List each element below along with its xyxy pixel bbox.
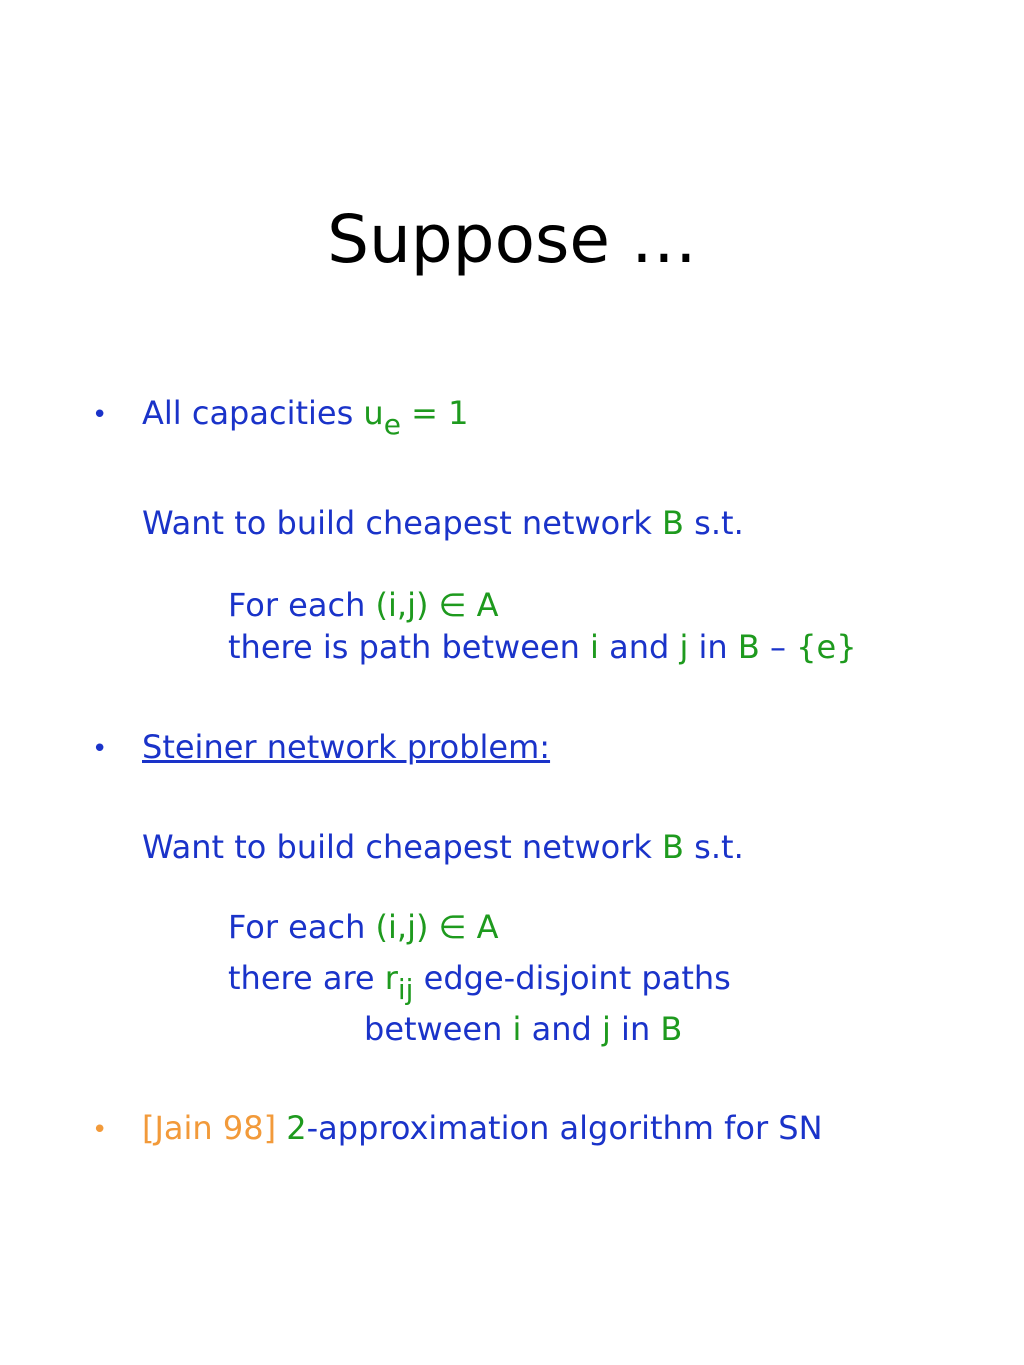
want-prefix: Want to build cheapest network bbox=[142, 828, 663, 866]
for-each-text: For each bbox=[228, 586, 376, 624]
var-j: j bbox=[601, 1010, 611, 1048]
path-prefix: there is path between bbox=[228, 628, 591, 666]
pair-ij: (i,j) bbox=[375, 908, 429, 946]
and-text: and bbox=[598, 628, 680, 666]
between-line: between i and j in B bbox=[364, 1009, 682, 1049]
want-prefix: Want to build cheapest network bbox=[142, 504, 663, 542]
edge-disjoint-line: there are rij edge-disjoint paths bbox=[228, 958, 731, 1004]
network-B: B bbox=[737, 628, 760, 666]
network-B: B bbox=[662, 828, 684, 866]
page-title: Suppose … bbox=[327, 201, 697, 278]
pair-ij: (i,j) bbox=[375, 586, 429, 624]
capacity-equals-one: = 1 bbox=[400, 394, 469, 432]
path-line-1: there is path between i and j in B – {e} bbox=[228, 627, 857, 667]
set-e: {e} bbox=[796, 628, 857, 666]
requirement-subscript-ij: ij bbox=[397, 973, 414, 1006]
want-network-line-2: Want to build cheapest network B s.t. bbox=[142, 827, 744, 867]
want-suffix: s.t. bbox=[684, 828, 744, 866]
for-each-line-1: For each (i,j) ∈ A bbox=[228, 585, 499, 625]
minus-text: – bbox=[759, 628, 797, 666]
requirement-variable: rij bbox=[384, 959, 414, 1004]
element-of-A: ∈ A bbox=[428, 908, 499, 946]
requirement-r: r bbox=[384, 959, 398, 997]
approx-factor: 2 bbox=[286, 1109, 307, 1147]
network-B: B bbox=[662, 504, 684, 542]
in-text: in bbox=[688, 628, 738, 666]
for-each-text: For each bbox=[228, 908, 376, 946]
network-B: B bbox=[660, 1010, 683, 1048]
var-i: i bbox=[512, 1010, 522, 1048]
between-text: between bbox=[364, 1010, 513, 1048]
there-are-text: there are bbox=[228, 959, 385, 997]
bullet-capacities: • bbox=[92, 400, 108, 430]
in-text: in bbox=[610, 1010, 661, 1048]
for-each-line-2: For each (i,j) ∈ A bbox=[228, 907, 499, 947]
jain-line: [Jain 98] 2-approximation algorithm for … bbox=[142, 1108, 823, 1148]
edge-paths-text: edge-disjoint paths bbox=[413, 959, 731, 997]
want-suffix: s.t. bbox=[684, 504, 744, 542]
bullet-steiner: • bbox=[92, 734, 108, 764]
capacities-line: All capacities ue = 1 bbox=[142, 393, 469, 439]
capacity-variable: ue bbox=[363, 394, 401, 439]
bullet-jain: • bbox=[92, 1115, 108, 1145]
var-i: i bbox=[590, 628, 599, 666]
steiner-heading: Steiner network problem: bbox=[142, 728, 551, 766]
capacities-lead: All capacities bbox=[142, 394, 364, 432]
var-j: j bbox=[679, 628, 689, 666]
want-network-line-1: Want to build cheapest network B s.t. bbox=[142, 503, 744, 543]
capacity-subscript-e: e bbox=[383, 408, 401, 441]
capacity-var-u: u bbox=[363, 394, 384, 432]
and-text: and bbox=[521, 1010, 602, 1048]
element-of-A: ∈ A bbox=[428, 586, 499, 624]
jain-citation: [Jain 98] bbox=[142, 1109, 277, 1147]
approx-text: -approximation algorithm for SN bbox=[306, 1109, 823, 1147]
